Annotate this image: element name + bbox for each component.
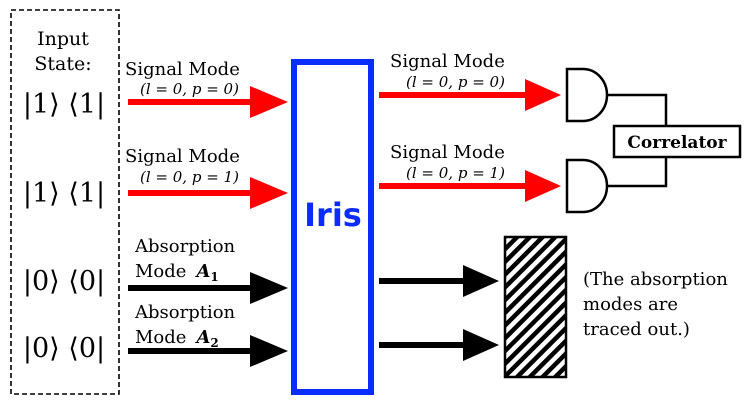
traced-note-line1: (The absorption bbox=[583, 269, 728, 290]
input-state-3: |0⟩ ⟨0| bbox=[23, 266, 105, 297]
input-arrow-3 bbox=[128, 272, 288, 304]
traced-note-line2: modes are bbox=[583, 294, 678, 315]
input-1-params: (l = 0, p = 0) bbox=[140, 80, 239, 98]
input-3-label-line1: Absorption bbox=[134, 236, 236, 257]
absorber-block bbox=[503, 235, 568, 379]
wire-detector-2 bbox=[607, 157, 668, 188]
output-2-params: (l = 0, p = 1) bbox=[406, 164, 505, 182]
output-1-params: (l = 0, p = 0) bbox=[406, 73, 505, 91]
detector-2 bbox=[565, 158, 609, 214]
input-state-1: |1⟩ ⟨1| bbox=[23, 89, 105, 120]
iris-label: Iris bbox=[304, 196, 362, 234]
input-arrow-2 bbox=[128, 177, 288, 209]
output-arrow-3 bbox=[379, 265, 499, 297]
output-arrow-1 bbox=[379, 79, 561, 111]
wire-detector-1 bbox=[607, 93, 668, 126]
iris-box bbox=[291, 59, 374, 395]
input-4-label-line1: Absorption bbox=[134, 302, 236, 323]
correlator-box bbox=[612, 124, 742, 159]
input-state-4: |0⟩ ⟨0| bbox=[23, 333, 105, 364]
input-state-2: |1⟩ ⟨1| bbox=[23, 178, 105, 209]
input-1-label: Signal Mode bbox=[125, 59, 240, 80]
output-2-label: Signal Mode bbox=[390, 142, 505, 163]
input-arrow-1 bbox=[128, 86, 288, 118]
input-state-title-line2: State: bbox=[34, 53, 91, 75]
input-2-params: (l = 0, p = 1) bbox=[140, 168, 239, 186]
traced-note-line3: traced out.) bbox=[583, 319, 690, 340]
input-state-box bbox=[10, 9, 120, 395]
detector-1 bbox=[565, 67, 609, 123]
output-arrow-2 bbox=[379, 170, 561, 202]
input-arrow-4 bbox=[128, 335, 288, 367]
input-state-title-line1: Input bbox=[37, 28, 89, 50]
correlator-label: Correlator bbox=[627, 133, 727, 153]
output-1-label: Signal Mode bbox=[390, 51, 505, 72]
input-2-label: Signal Mode bbox=[125, 146, 240, 167]
output-arrow-4 bbox=[379, 329, 499, 361]
